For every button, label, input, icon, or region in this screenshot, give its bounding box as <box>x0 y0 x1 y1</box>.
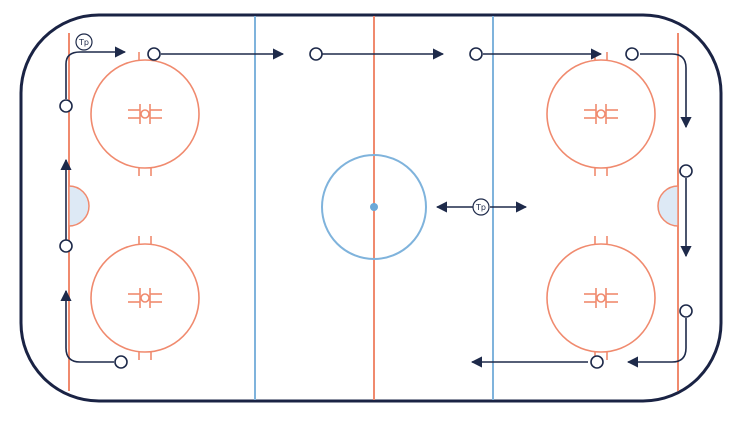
path-right-bottom-curve <box>626 318 687 368</box>
path-left-top-curve <box>65 46 127 99</box>
trainer-marker-top-left: Tp <box>75 33 93 51</box>
faceoff-dot-icon <box>596 293 606 303</box>
skating-paths <box>60 46 692 368</box>
faceoff-circles <box>90 52 656 360</box>
path-left-bottom-curve <box>60 289 114 363</box>
trainer-label: Tp <box>475 203 486 212</box>
faceoff-dot-icon <box>596 109 606 119</box>
trainer-marker-center: Tp <box>472 198 490 216</box>
faceoff-dot-icon <box>140 109 150 119</box>
player-circle-icon <box>309 47 323 61</box>
faceoff-circle <box>90 59 200 169</box>
faceoff-circle <box>546 243 656 353</box>
player-circle-icon <box>679 304 693 318</box>
players <box>59 47 693 369</box>
player-circle-icon <box>147 47 161 61</box>
right-goal-crease <box>657 185 679 227</box>
player-circle-icon <box>469 47 483 61</box>
trainer-markers: Tp Tp <box>75 33 490 216</box>
player-circle-icon <box>59 99 73 113</box>
faceoff-dot-icon <box>140 293 150 303</box>
left-goal-crease <box>68 185 90 227</box>
player-circle-icon <box>59 239 73 253</box>
faceoff-circle <box>90 243 200 353</box>
player-circle-icon <box>590 355 604 369</box>
center-circle <box>321 154 427 260</box>
player-circle-icon <box>625 47 639 61</box>
player-circle-icon <box>114 355 128 369</box>
player-circle-icon <box>679 164 693 178</box>
trainer-label: Tp <box>78 38 89 47</box>
path-right-top-curve <box>640 53 692 129</box>
center-faceoff-dot <box>370 203 378 211</box>
faceoff-circle <box>546 59 656 169</box>
